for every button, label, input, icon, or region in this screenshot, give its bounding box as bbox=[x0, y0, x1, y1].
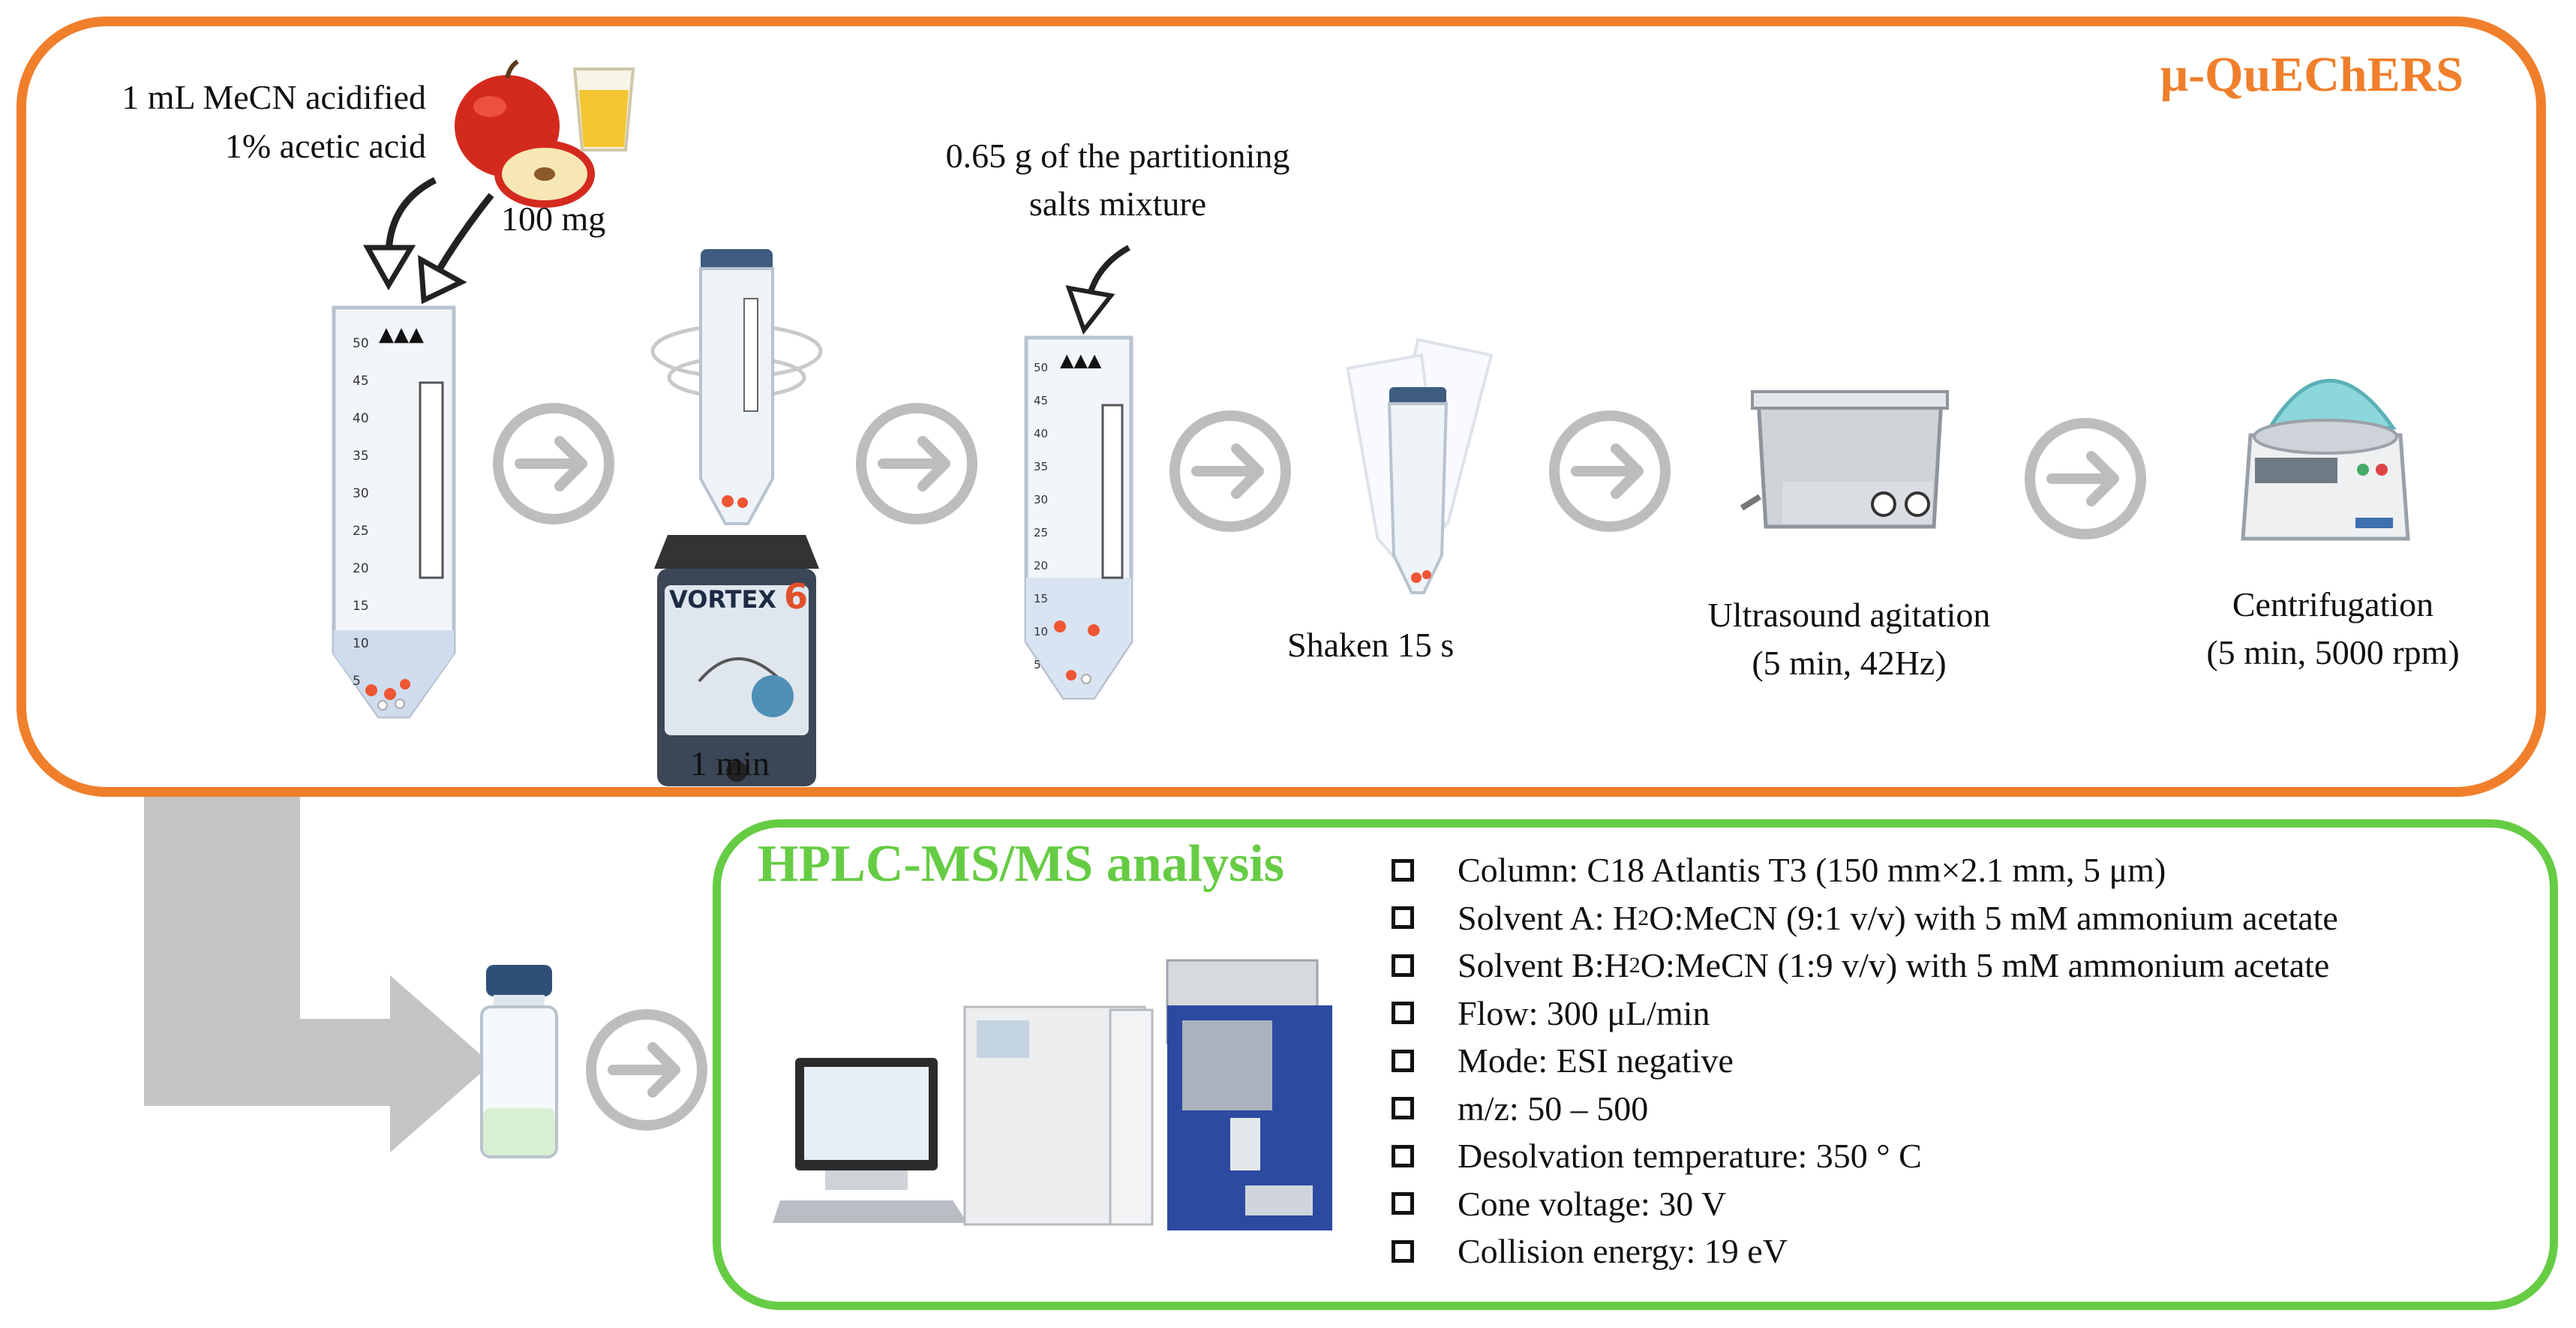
tube-scale-label: 40 bbox=[1034, 427, 1049, 440]
spec-item-desolvation: Desolvation temperature: 350 ° C bbox=[1392, 1132, 2338, 1180]
spec-item-column: Column: C18 Atlantis T3 (150 mm × 2.1 mm… bbox=[1392, 846, 2338, 894]
tube-scale-label: 30 bbox=[1034, 493, 1049, 506]
tube-scale-label: 15 bbox=[1034, 592, 1049, 605]
tube-scale-label: 5 bbox=[353, 674, 361, 689]
tube-scale-label: 40 bbox=[353, 411, 369, 426]
tube-scale-1: 50 45 40 35 30 25 20 15 10 5 bbox=[353, 325, 369, 700]
checkbox-icon bbox=[1392, 954, 1414, 977]
checkbox-icon bbox=[1392, 1097, 1414, 1120]
pour-arrow-reagent bbox=[363, 176, 437, 290]
checkbox-icon bbox=[1392, 906, 1414, 930]
tube-scale-2: 50 45 40 35 30 25 20 15 10 5 bbox=[1034, 351, 1048, 681]
workflow-panel bbox=[17, 17, 2546, 797]
tube-scale-label: 45 bbox=[1034, 394, 1049, 407]
sample-tube-1: ▲▲▲ bbox=[332, 305, 456, 719]
vortex-mixer bbox=[650, 249, 823, 786]
tube-scale-label: 20 bbox=[353, 561, 369, 576]
tube-scale-label: 45 bbox=[353, 374, 369, 389]
checkbox-icon bbox=[1392, 1049, 1414, 1072]
tube-scale-label: 50 bbox=[1034, 361, 1049, 374]
spec-item-collision-energy: Collision energy: 19 eV bbox=[1392, 1227, 2338, 1275]
shaken-tubes bbox=[1346, 338, 1494, 594]
spec-item-mode: Mode: ESI negative bbox=[1392, 1037, 2338, 1085]
centrifuge-label-1: Centrifugation bbox=[2232, 585, 2434, 623]
step-arrow-4 bbox=[1549, 410, 1671, 532]
vortex-time-label: 1 min bbox=[690, 744, 770, 783]
apple-icon bbox=[455, 59, 595, 208]
step-arrow-5 bbox=[2025, 418, 2146, 539]
hplc-ms-instrument bbox=[773, 959, 1332, 1230]
svg-text:▲▲▲: ▲▲▲ bbox=[1060, 350, 1102, 371]
sample-vial bbox=[480, 965, 558, 1158]
step-arrow-1 bbox=[493, 403, 614, 524]
reagent-label-2: 1% acetic acid bbox=[224, 127, 426, 165]
svg-text:▲▲▲: ▲▲▲ bbox=[379, 323, 424, 346]
ultrasound-bath bbox=[1740, 390, 1949, 529]
salts-label-1: 0.65 g of the partitioning bbox=[945, 137, 1290, 175]
ultrasound-label-2: (5 min, 42Hz) bbox=[1752, 644, 1947, 682]
tube-scale-label: 25 bbox=[1034, 526, 1049, 539]
pour-arrow-sample bbox=[418, 193, 494, 305]
tube-scale-label: 30 bbox=[353, 486, 369, 501]
checkbox-icon bbox=[1392, 858, 1414, 882]
pour-arrow-salts bbox=[1065, 245, 1130, 335]
sample-tube-2: ▲▲▲ bbox=[1024, 335, 1133, 700]
spec-item-mz: m/z: 50 – 500 bbox=[1392, 1085, 2338, 1133]
step-arrow-3 bbox=[1169, 410, 1291, 532]
ultrasound-label-1: Ultrasound agitation bbox=[1707, 596, 1991, 634]
tube-scale-label: 10 bbox=[353, 636, 369, 651]
tube-scale-label: 15 bbox=[353, 599, 369, 614]
checkbox-icon bbox=[1392, 1144, 1414, 1167]
centrifuge-label-2: (5 min, 5000 rpm) bbox=[2206, 633, 2460, 672]
analysis-spec-list: Column: C18 Atlantis T3 (150 mm × 2.1 mm… bbox=[1392, 846, 2338, 1275]
checkbox-icon bbox=[1392, 1239, 1414, 1263]
analysis-title: HPLC-MS/MS analysis bbox=[758, 835, 1285, 893]
step-arrow-6 bbox=[586, 1009, 707, 1131]
vortex-model: 6 bbox=[784, 576, 809, 617]
tube-scale-label: 35 bbox=[1034, 460, 1049, 473]
tube-scale-label: 5 bbox=[1034, 658, 1041, 672]
tube-scale-label: 25 bbox=[353, 524, 369, 539]
tube-scale-label: 35 bbox=[353, 449, 369, 464]
spec-item-flow: Flow: 300 μL/min bbox=[1392, 990, 2338, 1038]
checkbox-icon bbox=[1392, 1192, 1414, 1215]
spec-item-cone-voltage: Cone voltage: 30 V bbox=[1392, 1180, 2338, 1228]
vortex-brand: VORTEX bbox=[669, 585, 776, 614]
checkbox-icon bbox=[1392, 1002, 1414, 1025]
tube-scale-label: 20 bbox=[1034, 559, 1049, 572]
tube-scale-label: 10 bbox=[1034, 625, 1049, 638]
salts-label-2: salts mixture bbox=[1028, 185, 1207, 223]
reagent-label-1: 1 mL MeCN acidified bbox=[122, 78, 426, 116]
workflow-title: μ-QuEChERS bbox=[2160, 47, 2463, 102]
tube-scale-label: 50 bbox=[353, 336, 369, 351]
juice-glass-icon bbox=[572, 68, 635, 152]
centrifuge bbox=[2241, 378, 2410, 541]
shake-label: Shaken 15 s bbox=[1287, 626, 1455, 664]
analysis-panel bbox=[713, 819, 2558, 1310]
step-arrow-2 bbox=[856, 403, 977, 524]
